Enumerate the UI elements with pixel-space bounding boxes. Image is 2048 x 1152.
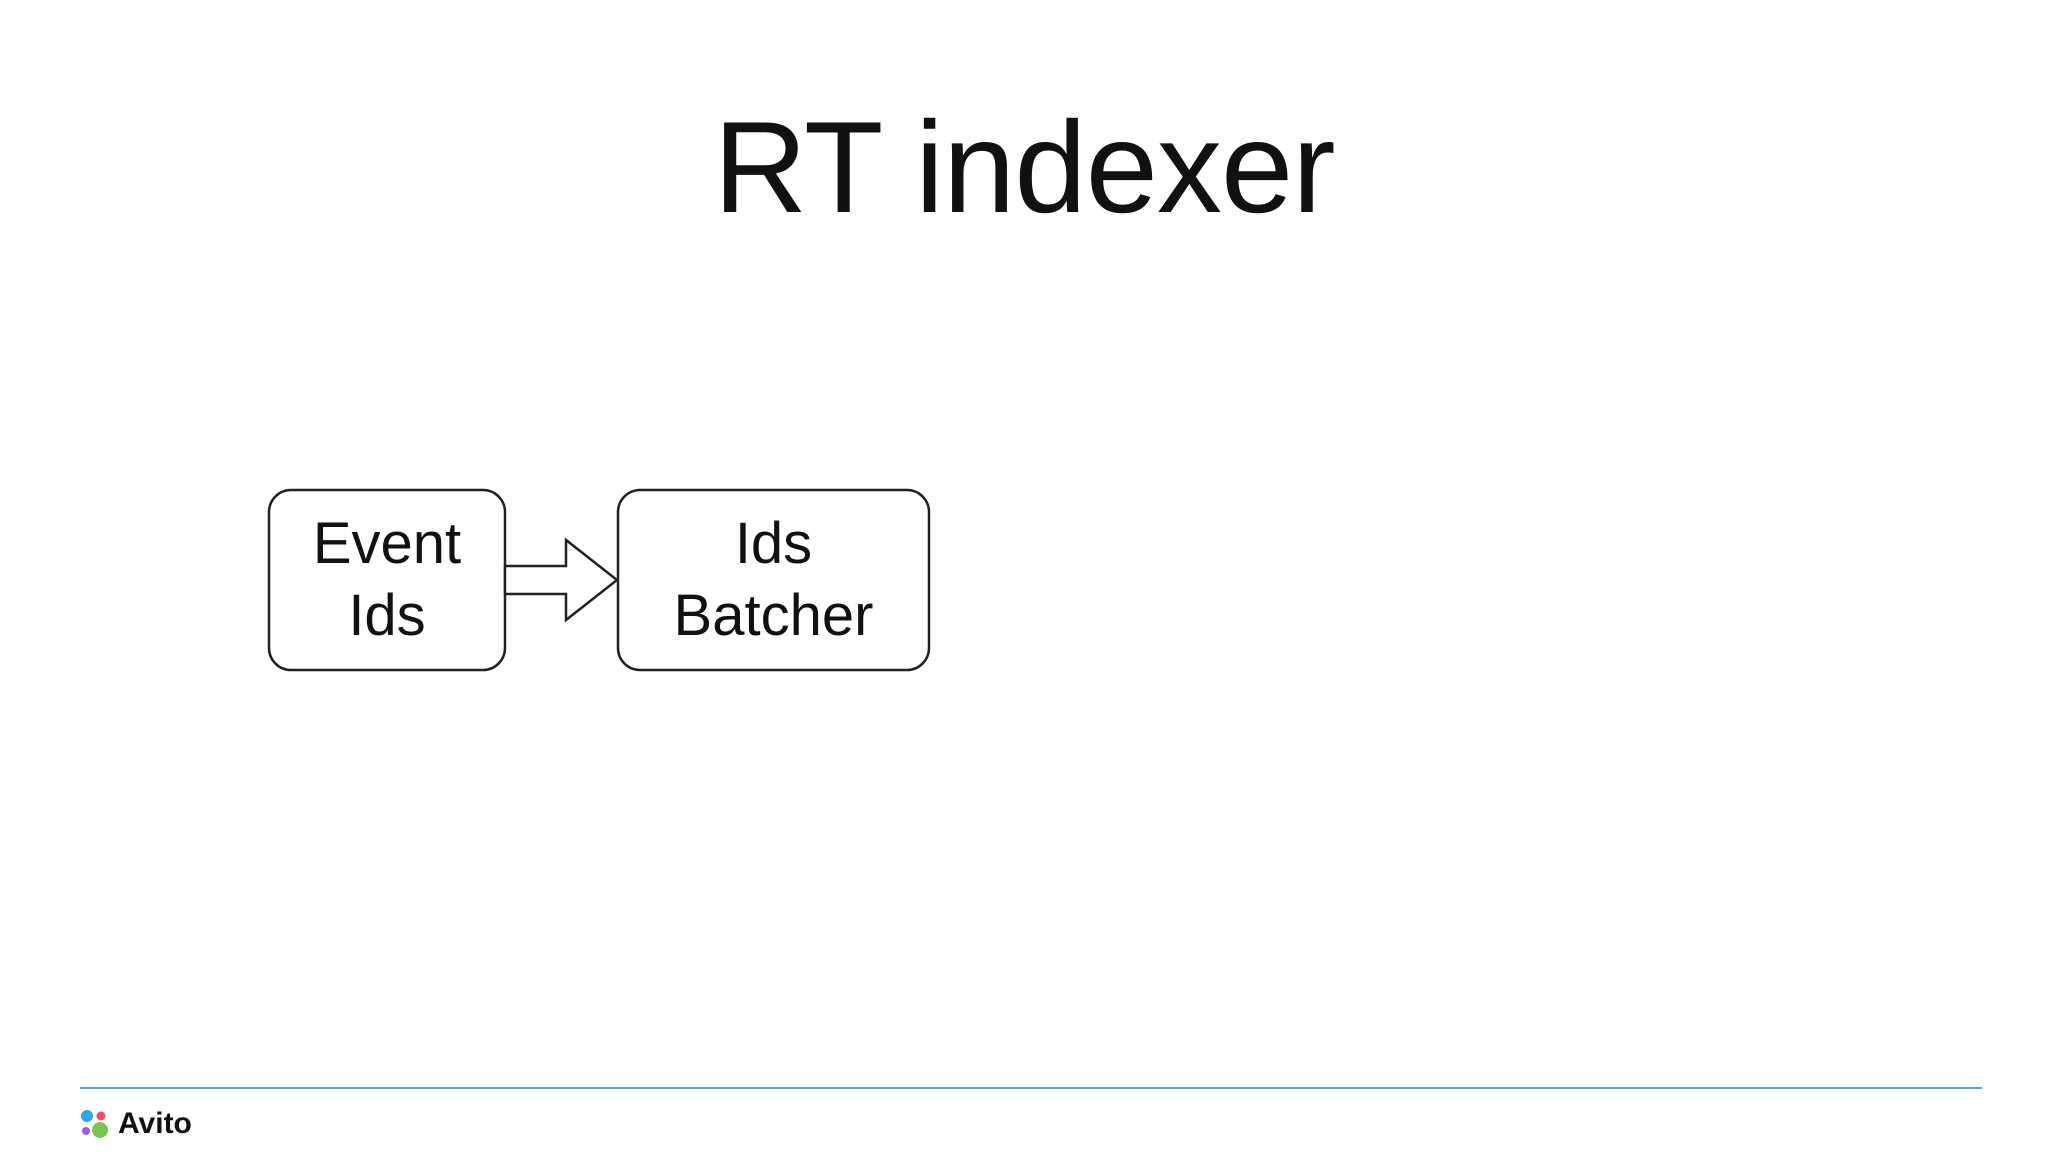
footer-divider [80, 1087, 1982, 1089]
ids-batcher-line-2: Batcher [673, 583, 874, 648]
ids-batcher-label: Ids Batcher [618, 490, 929, 670]
ids-batcher-line-1: Ids [734, 511, 813, 576]
logo-text: Avito [118, 1107, 192, 1140]
avito-logo: Avito [80, 1106, 192, 1142]
event-ids-line-1: Event [312, 511, 462, 576]
event-ids-line-2: Ids [348, 583, 426, 648]
slide-title: RT indexer [713, 94, 1335, 240]
ids-batcher-box [616, 488, 931, 672]
arrow-right-icon [503, 537, 620, 623]
avito-dots-icon [81, 1110, 108, 1138]
event-ids-label: Event Ids [269, 490, 505, 670]
